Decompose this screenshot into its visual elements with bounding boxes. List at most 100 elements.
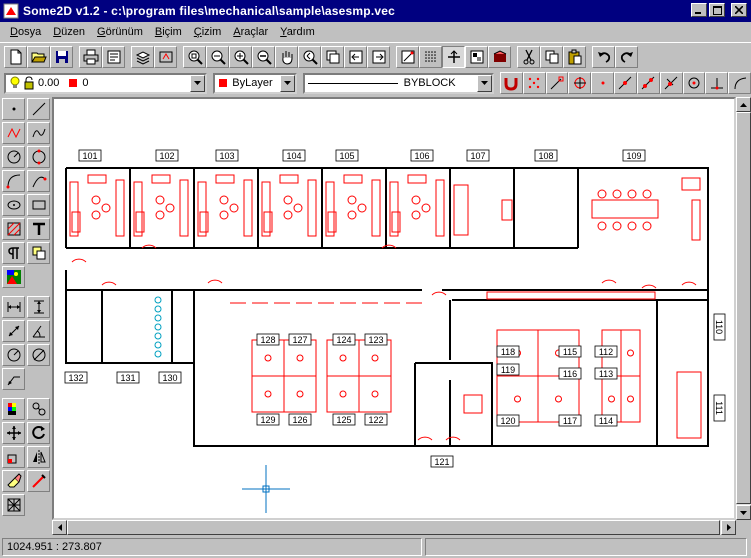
previous-view-button[interactable] bbox=[344, 45, 367, 68]
insert-block-tool[interactable] bbox=[27, 242, 50, 264]
erase-tool[interactable] bbox=[2, 470, 25, 492]
zoom-in-button[interactable] bbox=[229, 45, 252, 68]
scroll-left-button[interactable] bbox=[52, 520, 67, 535]
zoom-previous-button[interactable] bbox=[298, 45, 321, 68]
snap-intersection-button[interactable] bbox=[659, 72, 683, 94]
trim-icon bbox=[31, 474, 46, 488]
zoom-out-button[interactable] bbox=[252, 45, 275, 68]
linetype-dropdown-button[interactable] bbox=[477, 74, 492, 92]
menu-bar: Dosya Düzen Görünüm Biçim Çizim Araçlar … bbox=[0, 22, 751, 41]
scale-tool[interactable] bbox=[2, 446, 25, 468]
save-button[interactable] bbox=[50, 45, 73, 68]
redraw-button[interactable] bbox=[154, 45, 177, 68]
cut-button[interactable] bbox=[517, 45, 540, 68]
close-button[interactable] bbox=[731, 3, 747, 17]
leader-tool[interactable] bbox=[2, 368, 25, 390]
room-label: 110 bbox=[714, 320, 724, 334]
linetype-combo[interactable]: BYBLOCK bbox=[302, 72, 494, 94]
zoom-window-button[interactable] bbox=[183, 45, 206, 68]
menu-araclar[interactable]: Araçlar bbox=[233, 25, 269, 38]
move-tool[interactable] bbox=[2, 422, 25, 444]
trim-tool[interactable] bbox=[27, 470, 50, 492]
dim-angular-tool[interactable] bbox=[27, 320, 50, 342]
layer-dropdown-button[interactable] bbox=[190, 74, 206, 92]
vertical-scroll-thumb[interactable] bbox=[736, 112, 751, 504]
scroll-down-button[interactable] bbox=[736, 505, 751, 520]
menu-gorunum[interactable]: Görünüm bbox=[97, 25, 143, 38]
menu-cizim[interactable]: Çizim bbox=[193, 25, 222, 38]
minimize-button[interactable] bbox=[691, 3, 707, 17]
redo-button[interactable] bbox=[615, 45, 638, 68]
image-tool[interactable] bbox=[2, 266, 25, 288]
dim-horizontal-icon bbox=[7, 302, 20, 312]
polyline-tool[interactable] bbox=[2, 122, 25, 144]
snap-center-button[interactable] bbox=[568, 72, 592, 94]
copy-button[interactable] bbox=[540, 45, 563, 68]
circle-diameter-tool[interactable] bbox=[27, 146, 50, 168]
snap-magnet-button[interactable] bbox=[500, 72, 523, 94]
properties-tool[interactable] bbox=[2, 398, 25, 420]
paste-button[interactable] bbox=[563, 45, 586, 68]
color-dropdown-button[interactable] bbox=[279, 74, 295, 92]
zoom-extents-button[interactable] bbox=[206, 45, 229, 68]
dim-aligned-tool[interactable] bbox=[2, 320, 25, 342]
chair bbox=[293, 203, 303, 213]
pan-button[interactable] bbox=[275, 45, 298, 68]
snap-tangent-button[interactable] bbox=[682, 72, 706, 94]
snap-midpoint-button[interactable] bbox=[614, 72, 637, 94]
spline-tool[interactable] bbox=[27, 122, 50, 144]
arc-tool[interactable] bbox=[2, 170, 25, 192]
line-tool[interactable] bbox=[27, 98, 50, 120]
block-button[interactable] bbox=[465, 45, 488, 68]
maximize-button[interactable] bbox=[709, 3, 725, 17]
snap-nearest-button[interactable] bbox=[636, 72, 660, 94]
dim-vertical-tool[interactable] bbox=[27, 296, 50, 318]
scroll-right-button[interactable] bbox=[721, 520, 736, 535]
ellipse-tool[interactable] bbox=[2, 194, 25, 216]
menu-yardim[interactable]: Yardım bbox=[280, 25, 315, 38]
paragraph-tool[interactable] bbox=[2, 242, 25, 264]
circle-radius-tool[interactable] bbox=[2, 146, 25, 168]
menu-bicim[interactable]: Biçim bbox=[154, 25, 182, 38]
rectangle-tool[interactable] bbox=[27, 194, 50, 216]
open-button[interactable] bbox=[27, 45, 50, 68]
rotate-tool[interactable] bbox=[27, 422, 50, 444]
grid-button[interactable] bbox=[419, 45, 442, 68]
horizontal-scroll-thumb[interactable] bbox=[67, 520, 720, 535]
arc-3point-tool[interactable] bbox=[27, 170, 50, 192]
print-preview-button[interactable] bbox=[102, 45, 125, 68]
layer-combo[interactable]: 0.00 0 bbox=[4, 72, 208, 94]
dim-radius-tool[interactable] bbox=[2, 344, 25, 366]
menu-dosya[interactable]: Dosya bbox=[10, 25, 42, 38]
snap-endpoint-button[interactable] bbox=[545, 72, 569, 94]
snap-quadrant-button[interactable] bbox=[728, 72, 751, 94]
snap-perpendicular-button[interactable] bbox=[705, 72, 729, 94]
undo-button[interactable] bbox=[592, 45, 615, 68]
ortho-button[interactable] bbox=[442, 45, 465, 68]
text-tool[interactable] bbox=[27, 218, 50, 240]
new-button[interactable] bbox=[4, 45, 27, 68]
vertical-scrollbar[interactable] bbox=[736, 97, 751, 520]
explode-tool[interactable] bbox=[2, 494, 25, 516]
mirror-tool[interactable] bbox=[27, 446, 50, 468]
properties-button[interactable] bbox=[396, 45, 419, 68]
match-properties-tool[interactable] bbox=[27, 398, 50, 420]
snap-node-button[interactable] bbox=[591, 72, 615, 94]
dim-diameter-tool[interactable] bbox=[27, 344, 50, 366]
zoom-all-button[interactable] bbox=[321, 45, 344, 68]
layers-button[interactable] bbox=[131, 45, 154, 68]
menu-duzen[interactable]: Düzen bbox=[53, 25, 86, 38]
point-tool[interactable] bbox=[2, 98, 25, 120]
hatch-tool[interactable] bbox=[2, 218, 25, 240]
color-combo[interactable]: ByLayer bbox=[213, 72, 297, 94]
dim-horizontal-tool[interactable] bbox=[2, 296, 25, 318]
snap-grid-button[interactable] bbox=[522, 72, 546, 94]
print-button[interactable] bbox=[79, 45, 102, 68]
horizontal-scrollbar[interactable] bbox=[52, 520, 736, 535]
chair bbox=[154, 341, 162, 349]
hatch-button[interactable] bbox=[488, 45, 511, 68]
app-icon[interactable] bbox=[3, 3, 19, 19]
next-view-button[interactable] bbox=[367, 45, 390, 68]
scroll-up-button[interactable] bbox=[736, 97, 751, 112]
